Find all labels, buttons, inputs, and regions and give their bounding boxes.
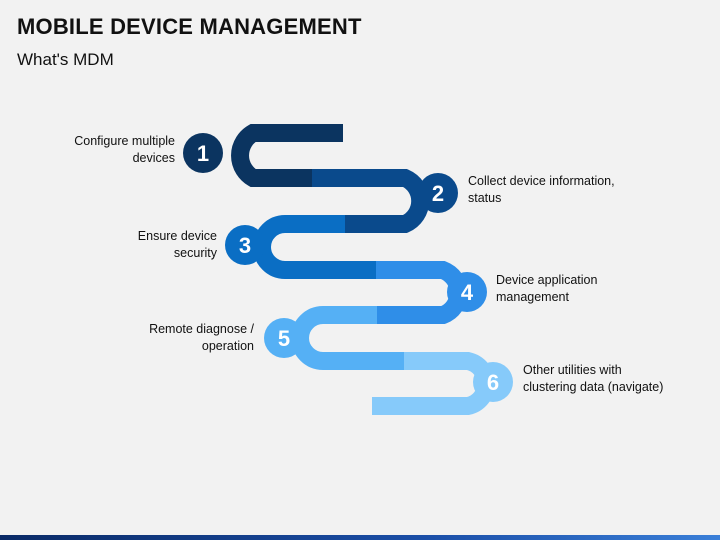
step-marker-2: 2 [418,173,458,213]
step-number-2: 2 [432,181,444,206]
step-label-2: Collect device information, status [468,173,615,207]
step-label-5-line1: Remote diagnose / [149,322,254,336]
step-label-3: Ensure device security [138,228,217,262]
step-label-2-line1: Collect device information, [468,174,615,188]
step-number-5: 5 [278,326,290,351]
step-number-3: 3 [239,233,251,258]
step-marker-3: 3 [225,225,265,265]
step-label-3-line1: Ensure device [137,229,217,243]
page-title: MOBILE DEVICE MANAGEMENT [17,14,362,39]
step-label-4-line1: Device application [496,273,598,287]
step-marker-4: 4 [447,272,487,312]
step-number-1: 1 [197,141,209,166]
path-segment-4 [376,261,468,324]
step-label-5-line2: operation [201,339,254,353]
step-label-4-line2: management [496,290,569,304]
step-number-6: 6 [487,370,499,395]
step-label-5: Remote diagnose / operation [149,321,254,355]
step-label-6: Other utilities with clustering data (na… [523,362,663,396]
step-label-6-line2: clustering data (navigate) [523,380,664,394]
page-subtitle: What's MDM [17,50,114,69]
step-label-1-line2: devices [132,151,175,165]
step-marker-6: 6 [473,362,513,402]
step-label-1: Configure multiple devices [74,133,175,167]
step-marker-1: 1 [183,133,223,173]
step-label-2-line2: status [468,191,502,205]
path-segment-1 [231,124,343,187]
step-label-6-line1: Other utilities with [523,363,622,377]
step-marker-5: 5 [264,318,304,358]
step-label-1-line1: Configure multiple [74,134,175,148]
bottom-accent-bar [0,535,720,540]
step-label-4: Device application management [496,272,597,306]
step-label-3-line2: security [173,246,217,260]
step-number-4: 4 [461,280,474,305]
